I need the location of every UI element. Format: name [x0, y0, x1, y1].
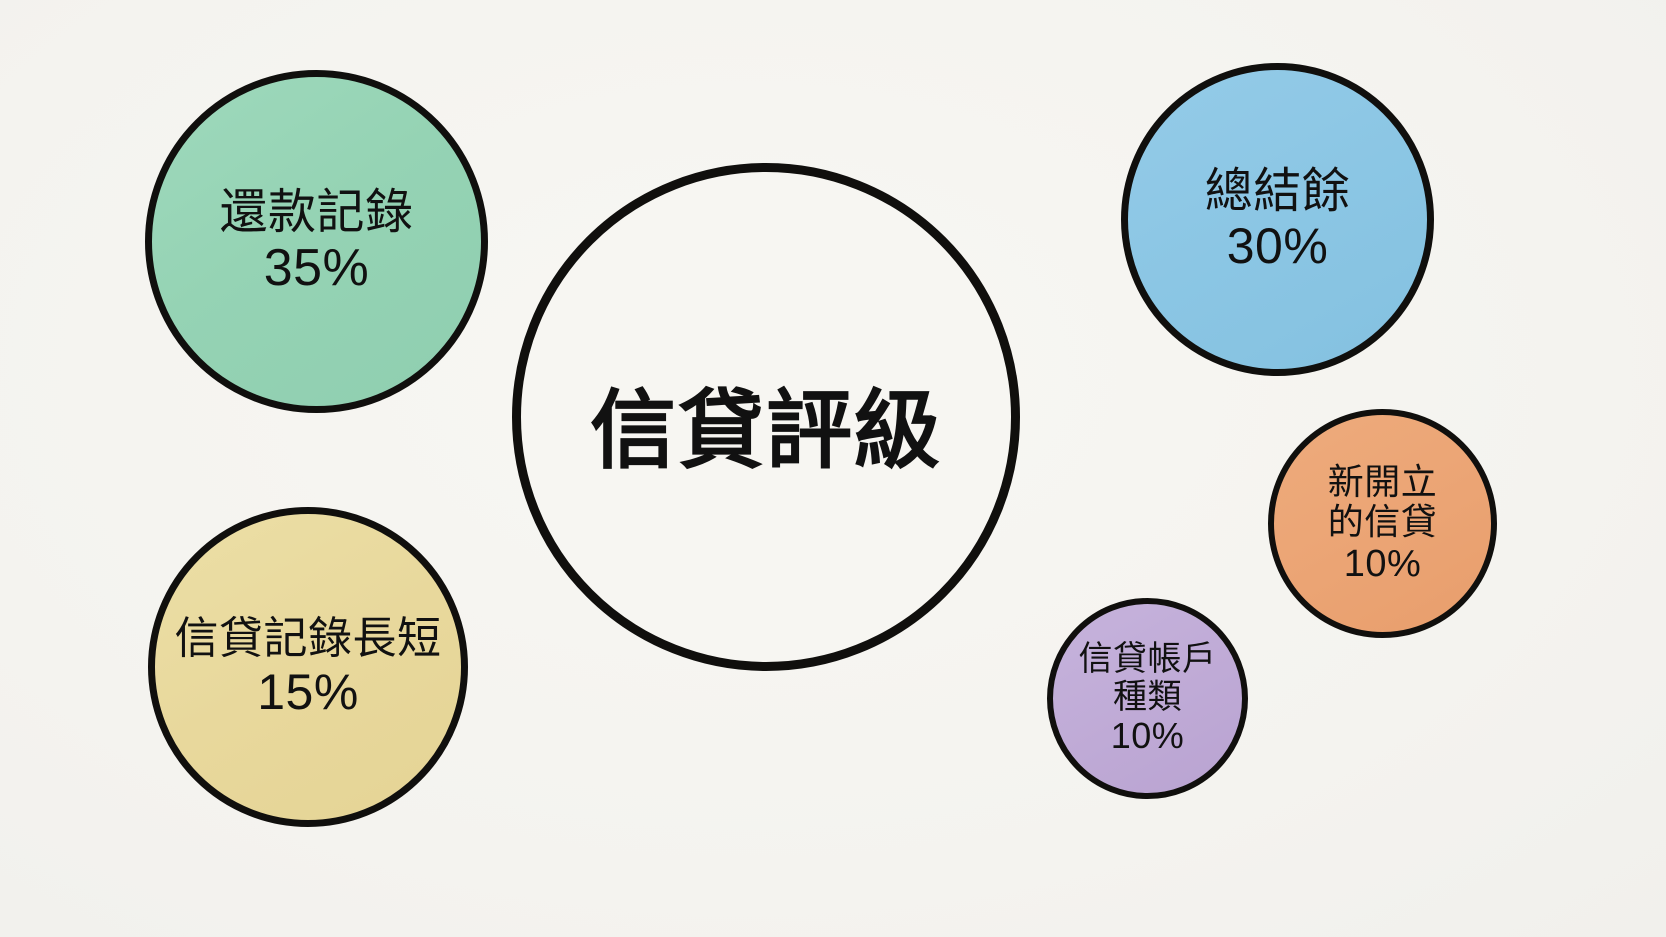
factor-label-new-credit-line1: 新開立 [1327, 460, 1438, 502]
factor-percent-credit-account-types: 10% [1110, 715, 1185, 757]
factor-label-total-balance: 總結餘 [1204, 164, 1351, 218]
factor-circle-new-credit[interactable]: 新開立 的信貸 10% [1268, 409, 1497, 638]
factor-label-new-credit-line2: 的信貸 [1327, 501, 1438, 543]
factor-circle-total-balance[interactable]: 總結餘 30% [1121, 63, 1434, 376]
factor-label-credit-history-length: 信貸記錄長短 [174, 614, 442, 664]
factor-circle-credit-account-types[interactable]: 信貸帳戶 種類 10% [1047, 598, 1248, 799]
factor-percent-credit-history-length: 15% [257, 663, 359, 720]
factor-label-credit-account-types-line1: 信貸帳戶 [1078, 640, 1217, 679]
center-circle-credit-score[interactable]: 信貸評級 [512, 163, 1020, 671]
factor-percent-payment-history: 35% [263, 239, 370, 298]
factor-percent-new-credit: 10% [1343, 542, 1422, 585]
factor-label-credit-account-types-line2: 種類 [1113, 678, 1182, 717]
factor-percent-total-balance: 30% [1226, 218, 1329, 275]
center-title: 信貸評級 [590, 382, 942, 479]
factor-circle-credit-history-length[interactable]: 信貸記錄長短 15% [148, 507, 468, 827]
factor-label-payment-history: 還款記錄 [219, 185, 414, 239]
factor-circle-payment-history[interactable]: 還款記錄 35% [145, 70, 488, 413]
